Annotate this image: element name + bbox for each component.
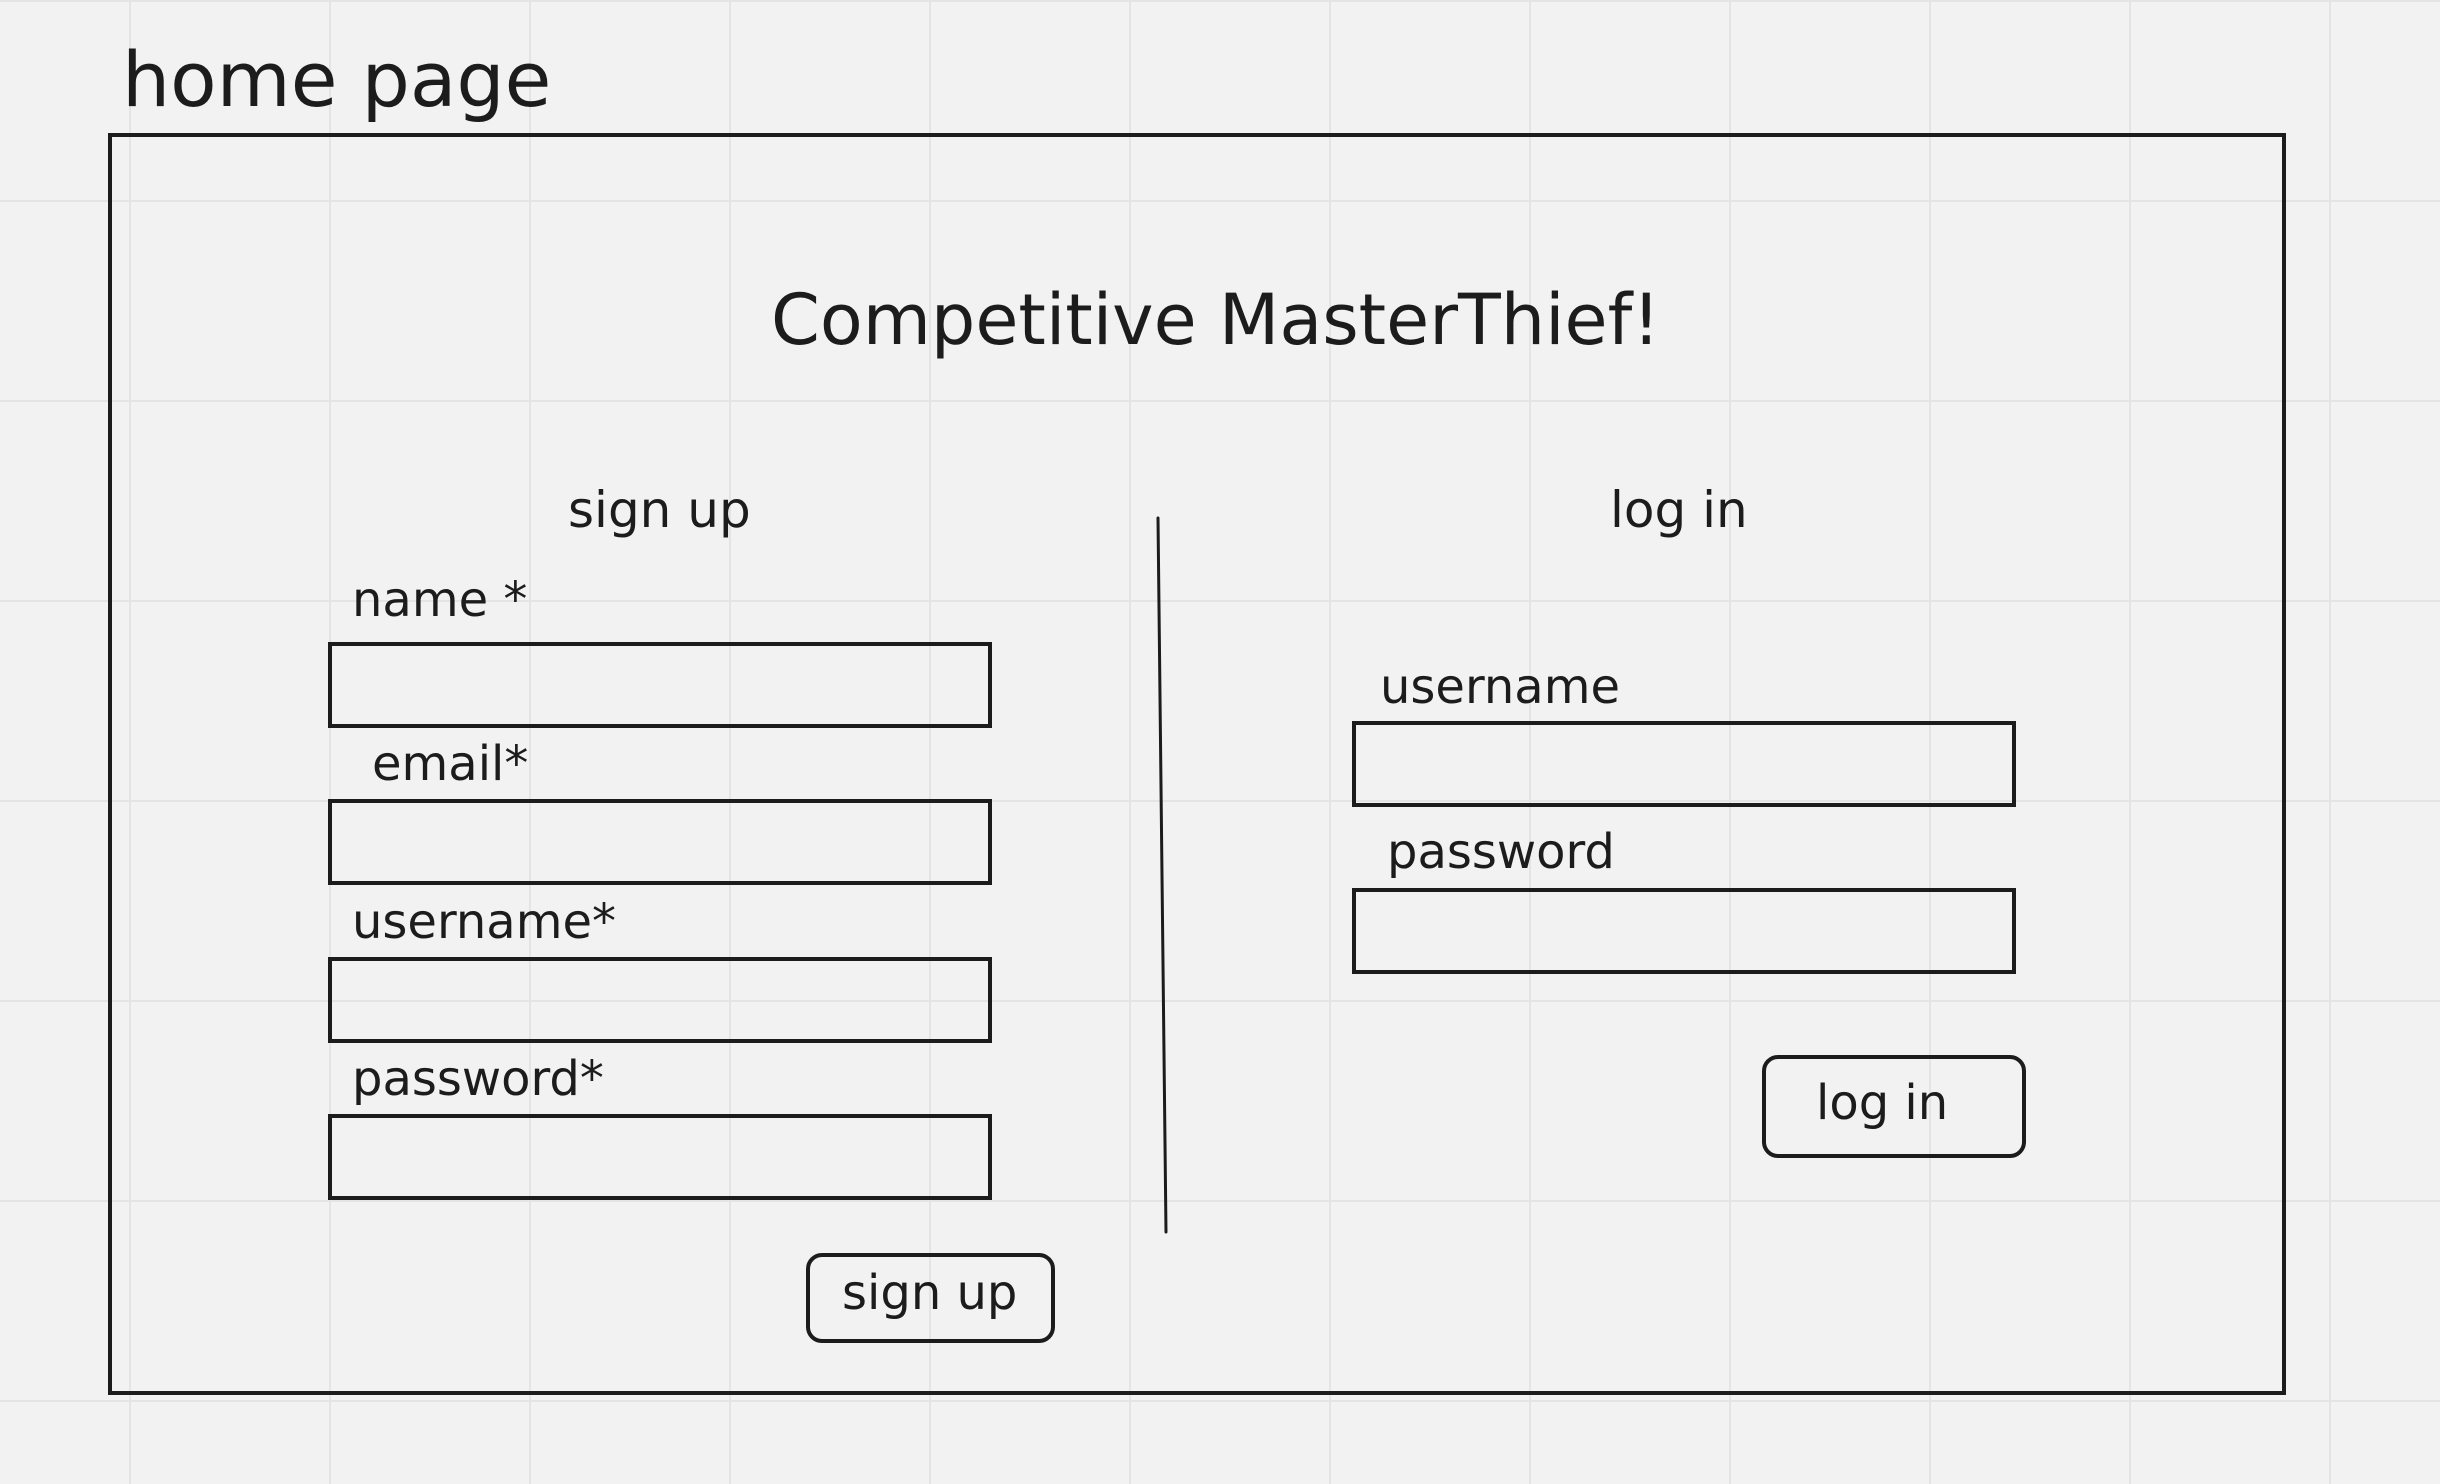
login-password-input[interactable] [1352,888,2016,974]
login-section-title: log in [1610,481,1748,539]
log-in-button-label: log in [1816,1075,1949,1131]
login-username-input[interactable] [1352,721,2016,807]
page-frame [108,133,2286,1395]
signup-email-input[interactable] [328,799,992,885]
signup-section-title: sign up [568,481,751,539]
signup-password-input[interactable] [328,1114,992,1200]
sign-up-button-label: sign up [842,1265,1018,1321]
signup-email-label: email* [372,736,529,792]
signup-username-label: username* [352,894,616,950]
log-in-button[interactable]: log in [1762,1055,2026,1158]
signup-password-label: password* [352,1051,604,1107]
login-password-label: password [1387,824,1615,880]
sign-up-button[interactable]: sign up [806,1253,1055,1343]
signup-username-input[interactable] [328,957,992,1043]
app-title: Competitive MasterThief! [771,279,1661,361]
signup-name-label: name * [352,572,528,628]
signup-name-input[interactable] [328,642,992,728]
page-label: home page [122,35,552,124]
section-divider [1156,516,1168,1234]
login-username-label: username [1380,659,1620,715]
